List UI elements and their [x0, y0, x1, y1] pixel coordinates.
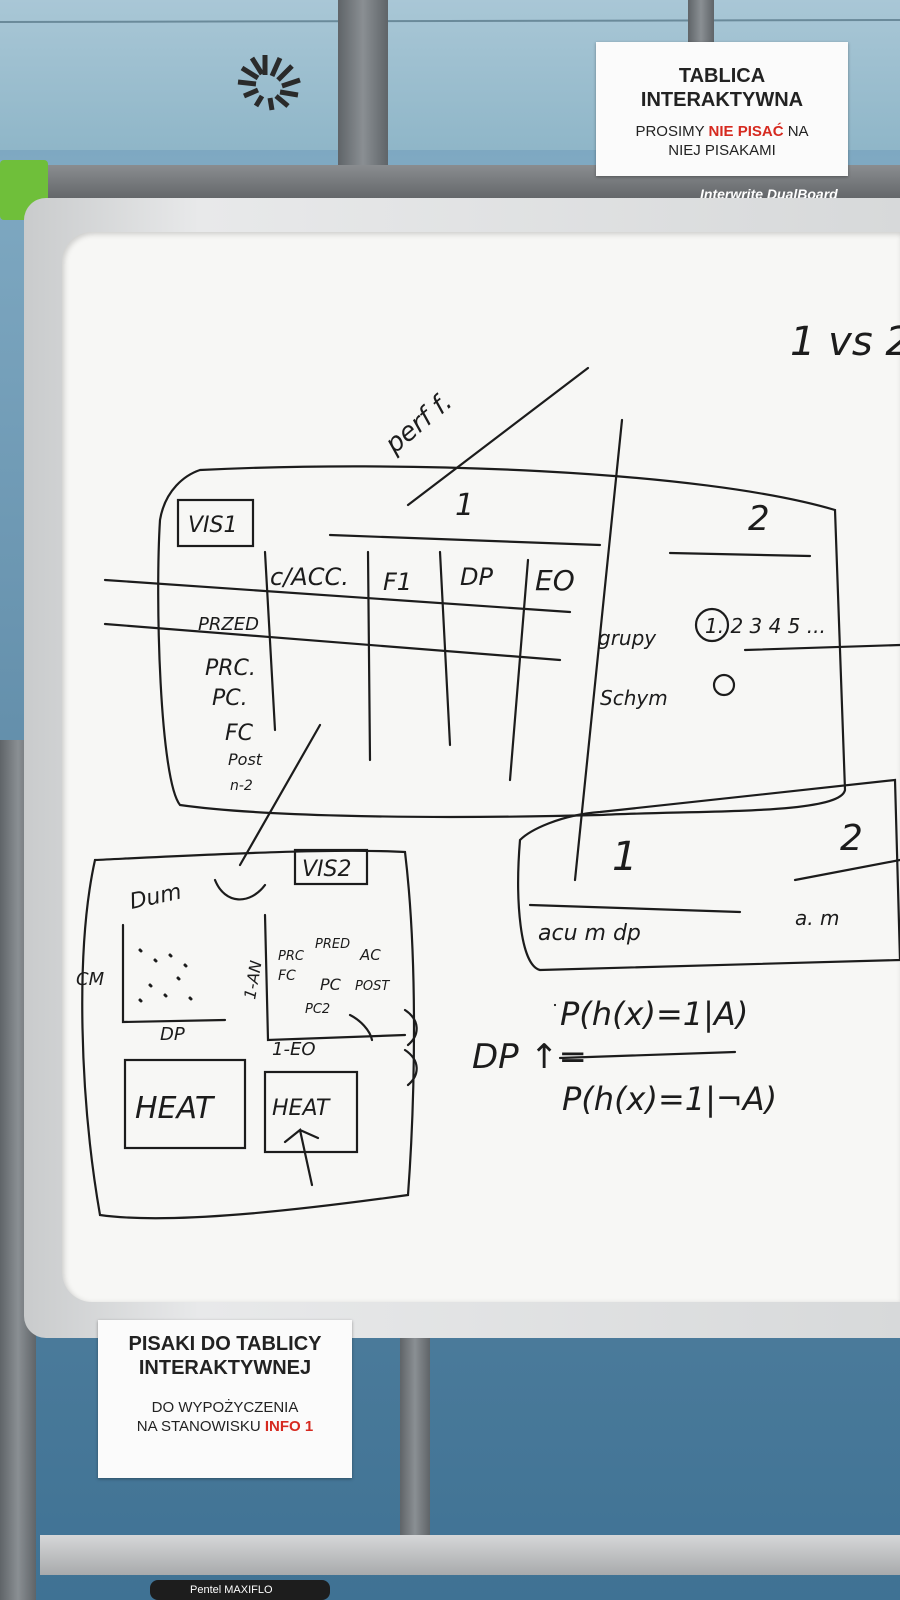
- lower-right-line1: [528, 903, 742, 914]
- vis2-right-axes: [263, 913, 407, 1042]
- lower-right-outline: [517, 778, 900, 972]
- top-sign-line2: INTERAKTYWNA: [640, 89, 804, 111]
- vis1-col1: [263, 550, 277, 732]
- vis1-row-5: n-2: [230, 778, 253, 794]
- formula-equals: ↑=: [530, 1037, 587, 1077]
- vis2-tick-marks: [403, 1008, 418, 1087]
- vis1-group-row-label: grupy: [598, 626, 657, 650]
- window-pillar: [338, 0, 388, 170]
- vis2-hook: [213, 878, 267, 901]
- corner-note: 1 vs 2: [790, 319, 900, 365]
- scatter-label-2: AC: [359, 946, 381, 964]
- vis1-label: VIS1: [188, 513, 238, 538]
- diagonal-stroke: [406, 366, 590, 507]
- vis2-left-label: Dum: [128, 880, 184, 915]
- heat-left-label: HEAT: [135, 1091, 216, 1126]
- lower-right-metrics-right: a. m: [795, 906, 839, 930]
- vis2-y-label: CM: [76, 969, 105, 990]
- vis1-row-3: FC: [225, 721, 254, 746]
- bottom-sign-line4: NA STANOWISKU INFO 1: [98, 1417, 352, 1436]
- top-sign-text-before: PROSIMY: [635, 123, 709, 140]
- vis1-col-label-2: DP: [460, 563, 493, 591]
- vis1-label-box: [176, 498, 255, 548]
- scatter-label-3: PC: [320, 975, 342, 994]
- top-sign: TABLICA INTERAKTYWNA PROSIMY NIE PISAĆ N…: [596, 42, 848, 176]
- vis1-second-row-label: Schym: [600, 686, 668, 710]
- scatter-label-1: PRED: [315, 937, 350, 952]
- vis2-vert-label: 1-AN: [240, 959, 265, 1001]
- formula-lhs: DP: [472, 1037, 519, 1077]
- formula-numerator: P(h(x)=1|A): [560, 995, 748, 1033]
- top-sign-text-after: NA: [783, 123, 809, 140]
- heat-right-label: HEAT: [272, 1096, 331, 1121]
- vis2-label-box: [293, 848, 369, 886]
- scatter-label-0: PRC: [278, 949, 305, 964]
- bottom-sign: PISAKI DO TABLICY INTERAKTYWNEJ DO WYPOŻ…: [98, 1320, 352, 1478]
- lower-right-line2: [793, 858, 900, 882]
- vis1-group-row-values: 1. 2 3 4 5 ...: [705, 614, 826, 638]
- ceiling-vent: [0, 19, 900, 111]
- top-sign-line3: PROSIMY NIE PISAĆ NA: [596, 122, 848, 141]
- vis1-row-line1: [103, 578, 572, 614]
- vis1-col4: [508, 558, 530, 782]
- vis2-x-label: DP: [160, 1024, 185, 1045]
- heat-box-left: [123, 1058, 247, 1150]
- vis1-row-4: Post: [228, 750, 263, 769]
- whiteboard-surface: [62, 232, 900, 1302]
- bottom-sign-line2: INTERAKTYWNEJ: [138, 1357, 312, 1379]
- bottom-sign-line1: PISAKI DO TABLICY: [128, 1333, 322, 1355]
- vis1-group2: 2: [748, 499, 770, 539]
- formula-denominator: P(h(x)=1|¬A): [562, 1080, 777, 1118]
- heat-right-arrow: [283, 1128, 320, 1187]
- scatter-dots-left: [138, 948, 193, 1003]
- lower-right-metrics: acu m dp: [538, 921, 641, 946]
- vis2-bottom-axis-label: 1-EO: [272, 1039, 316, 1060]
- vis2-arrow: [348, 1013, 374, 1042]
- vis1-header-line2: [668, 551, 812, 558]
- vis1-group1: 1: [455, 488, 474, 523]
- vis1-row-line2: [103, 622, 562, 662]
- lower-right-num-1: 1: [612, 834, 637, 880]
- schym-circle: [712, 673, 736, 697]
- bottom-sign-text-red: INFO 1: [264, 1418, 314, 1435]
- diagonal-label: perf f.: [379, 387, 458, 460]
- vis1-row-0: PRZED: [198, 614, 259, 635]
- vis1-divider: [573, 418, 624, 882]
- group-circle: [694, 607, 730, 643]
- vis1-outline: [157, 465, 847, 819]
- scatter-label-6: PC2: [305, 1002, 330, 1017]
- vis1-group-line: [743, 643, 900, 652]
- top-sign-text-red: NIE PISAĆ: [708, 123, 784, 140]
- formula-fraction-bar: [558, 1050, 737, 1060]
- heat-box-right: [263, 1070, 359, 1154]
- vis2-label: VIS2: [302, 857, 352, 882]
- vis1-col-label-3: EO: [535, 564, 575, 597]
- vis1-col2: [366, 550, 372, 762]
- vis2-left-axes: [121, 923, 227, 1024]
- scatter-label-4: FC: [278, 968, 296, 984]
- bottom-sign-text-before: NA STANOWISKU: [136, 1418, 265, 1435]
- top-sign-line4: NIEJ PISAKAMI: [668, 142, 776, 159]
- marker-pen[interactable]: Pentel MAXIFLO: [150, 1580, 330, 1600]
- scatter-label-5: POST: [355, 979, 390, 994]
- vis-link-stroke: [238, 723, 322, 867]
- vis1-header-line: [328, 533, 602, 547]
- vis1-row-2: PC.: [212, 686, 248, 711]
- top-sign-line1: TABLICA: [678, 65, 766, 87]
- vis1-col-label-0: c/ACC.: [270, 563, 349, 591]
- pen-tray: [40, 1535, 900, 1575]
- vis1-col3: [438, 550, 452, 747]
- vis1-row-1: PRC.: [205, 656, 256, 681]
- vis1-col-label-1: F1: [383, 568, 412, 596]
- stand-leg: [400, 1330, 430, 1540]
- lower-right-num-2: 2: [840, 818, 863, 859]
- bottom-sign-line3: DO WYPOŻYCZENIA: [151, 1399, 299, 1416]
